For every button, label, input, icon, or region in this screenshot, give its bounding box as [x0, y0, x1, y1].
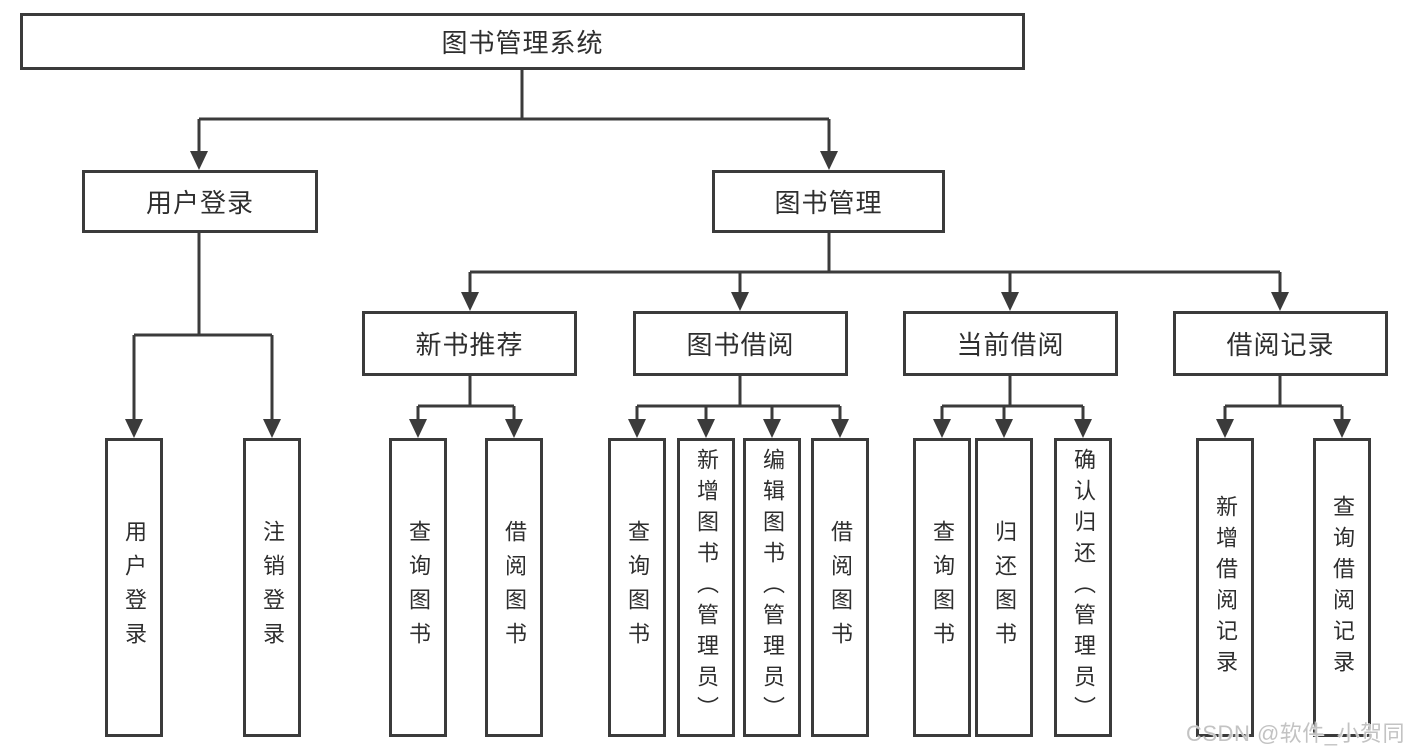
node-new-book-recommend: 新书推荐: [362, 311, 577, 376]
arrow-down-icon: [831, 419, 849, 438]
connector-root-branch: [197, 69, 831, 154]
node-label: 图书管理系统: [441, 28, 604, 58]
node-label: 查询借阅记录: [1330, 494, 1355, 681]
csdn-watermark: CSDN @软件_小贺同学: [1186, 721, 1405, 746]
leaf-user-login: 用户登录: [105, 438, 163, 737]
arrow-down-icon: [731, 292, 749, 311]
node-label: 新增借阅记录: [1213, 494, 1238, 681]
node-label: 用户登录: [145, 188, 254, 218]
connector-records-branch: [1223, 376, 1344, 424]
arrow-down-icon: [933, 419, 951, 438]
node-book-management: 图书管理: [712, 170, 945, 233]
node-label: 借阅图书: [502, 519, 527, 656]
node-label: 图书借阅: [686, 330, 795, 360]
node-label: 借阅记录: [1226, 330, 1335, 360]
node-system-root: 图书管理系统: [20, 13, 1025, 70]
arrow-down-icon: [1001, 292, 1019, 311]
node-label: 归还图书: [992, 519, 1017, 656]
leaf-query-book-recommend: 查询图书: [389, 438, 447, 737]
arrow-down-icon: [995, 419, 1013, 438]
arrow-down-icon: [263, 419, 281, 438]
connector-management-branch: [468, 233, 1282, 295]
connector-borrow-branch: [635, 376, 842, 424]
node-label: 查询图书: [625, 519, 650, 656]
node-label: 确认归还（管理员）: [1071, 448, 1096, 727]
arrow-down-icon: [763, 419, 781, 438]
node-label: 编辑图书（管理员）: [760, 448, 785, 727]
arrow-down-icon: [409, 419, 427, 438]
node-label: 新书推荐: [415, 330, 524, 360]
arrow-down-icon: [125, 419, 143, 438]
leaf-query-borrow-record: 查询借阅记录: [1313, 438, 1371, 737]
connector-current-branch: [940, 376, 1085, 424]
node-label: 注销登录: [260, 519, 285, 656]
leaf-borrow-book: 借阅图书: [811, 438, 869, 737]
node-label: 查询图书: [406, 519, 431, 656]
arrow-down-icon: [820, 151, 838, 170]
node-label: 图书管理: [774, 188, 883, 218]
arrow-down-icon: [190, 151, 208, 170]
node-user-login: 用户登录: [82, 170, 318, 233]
leaf-borrow-book-recommend: 借阅图书: [485, 438, 543, 737]
node-label: 当前借阅: [956, 330, 1065, 360]
arrow-down-icon: [1216, 419, 1234, 438]
node-borrowing-records: 借阅记录: [1173, 311, 1388, 376]
connector-lines: [132, 69, 1344, 424]
node-label: 新增图书（管理员）: [694, 448, 719, 727]
leaf-return-book: 归还图书: [975, 438, 1033, 737]
arrow-down-icon: [628, 419, 646, 438]
arrow-down-icon: [1333, 419, 1351, 438]
leaf-query-book-borrowing: 查询图书: [608, 438, 666, 737]
node-label: 借阅图书: [828, 519, 853, 656]
arrow-down-icon: [1271, 292, 1289, 311]
arrow-down-icon: [461, 292, 479, 311]
arrow-down-icon: [1074, 419, 1092, 438]
leaf-edit-book-admin: 编辑图书（管理员）: [743, 438, 801, 737]
leaf-add-borrow-record: 新增借阅记录: [1196, 438, 1254, 737]
node-current-borrowing: 当前借阅: [903, 311, 1118, 376]
arrow-down-icon: [505, 419, 523, 438]
node-label: 用户登录: [122, 519, 147, 656]
leaf-add-book-admin: 新增图书（管理员）: [677, 438, 735, 737]
arrow-down-icon: [697, 419, 715, 438]
connector-login-branch: [132, 233, 274, 422]
node-label: 查询图书: [930, 519, 955, 656]
leaf-confirm-return-admin: 确认归还（管理员）: [1054, 438, 1112, 737]
connector-newbook-branch: [416, 376, 516, 424]
leaf-logout: 注销登录: [243, 438, 301, 737]
leaf-query-book-current: 查询图书: [913, 438, 971, 737]
node-book-borrowing: 图书借阅: [633, 311, 848, 376]
arrowheads: [125, 151, 1351, 438]
